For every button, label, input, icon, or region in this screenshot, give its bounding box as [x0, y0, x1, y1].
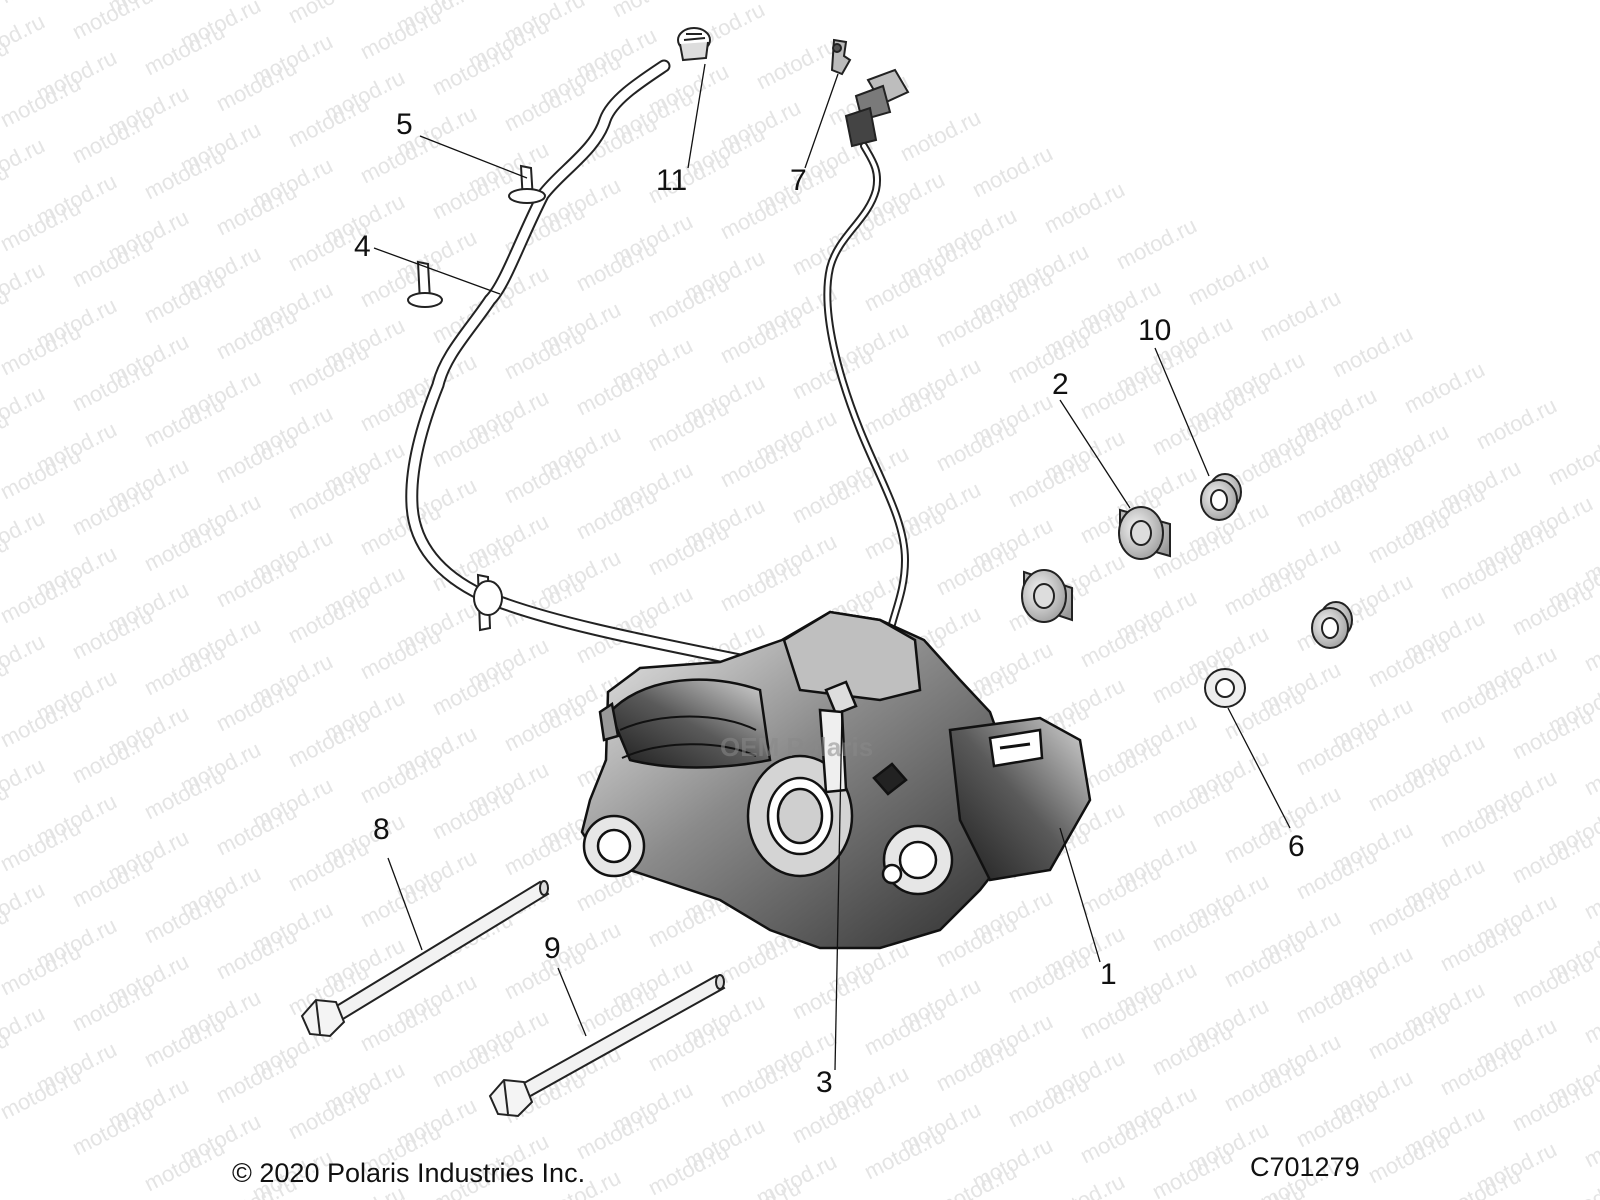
callout-5: 5: [396, 108, 413, 141]
copyright-text: © 2020 Polaris Industries Inc.: [232, 1158, 586, 1188]
callout-7: 7: [790, 164, 807, 197]
gearcase: [580, 610, 1092, 950]
callout-11: 11: [656, 164, 688, 197]
callout-6: 6: [1288, 830, 1305, 863]
logo-text: OEM Polaris: [720, 732, 873, 762]
callout-9: 9: [544, 932, 561, 965]
leader-lines: [373, 63, 1291, 1071]
callout-3: 3: [816, 1066, 833, 1099]
vent-cap: [677, 27, 711, 62]
callout-1: 1: [1100, 958, 1117, 991]
wire-harness: [823, 68, 910, 636]
grommet: [1200, 473, 1353, 649]
part-code: C701279: [1250, 1152, 1360, 1182]
washer: [1204, 668, 1246, 708]
callout-4: 4: [354, 230, 371, 263]
bushing: [1021, 506, 1171, 623]
hose-clip: [407, 164, 546, 632]
callout-2: 2: [1052, 368, 1069, 401]
vent-hose: [405, 59, 845, 695]
bolt: [300, 880, 726, 1118]
harness-clip: [830, 38, 852, 76]
callout-8: 8: [373, 813, 390, 846]
callout-10: 10: [1138, 314, 1172, 347]
